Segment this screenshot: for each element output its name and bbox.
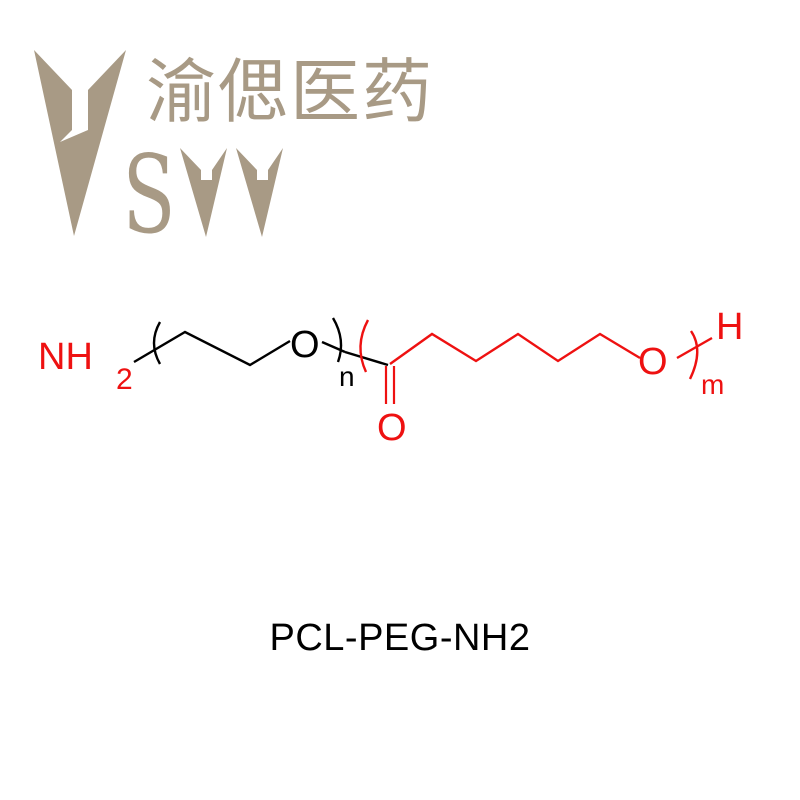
peg-oxygen: O xyxy=(290,324,320,366)
chemical-structure: NH 2 O n O O m H xyxy=(0,290,800,470)
peg-repeat-label: n xyxy=(339,361,355,392)
logo-s-letter: S xyxy=(122,133,175,258)
structure-diagram: NH 2 O n O O m H xyxy=(38,306,743,449)
amine-label: NH xyxy=(38,336,93,378)
logo-mark-icon: S xyxy=(34,50,283,258)
amine-subscript: 2 xyxy=(116,363,133,396)
carbonyl-oxygen: O xyxy=(377,407,407,449)
company-name-chinese: 渝偲医药 xyxy=(146,51,434,133)
pcl-oxygen: O xyxy=(638,341,668,383)
company-logo: S 渝偲医药 xyxy=(0,0,800,260)
compound-name: PCL-PEG-NH2 xyxy=(269,617,531,659)
pcl-repeat-label: m xyxy=(701,369,724,400)
terminal-hydrogen: H xyxy=(716,306,743,348)
